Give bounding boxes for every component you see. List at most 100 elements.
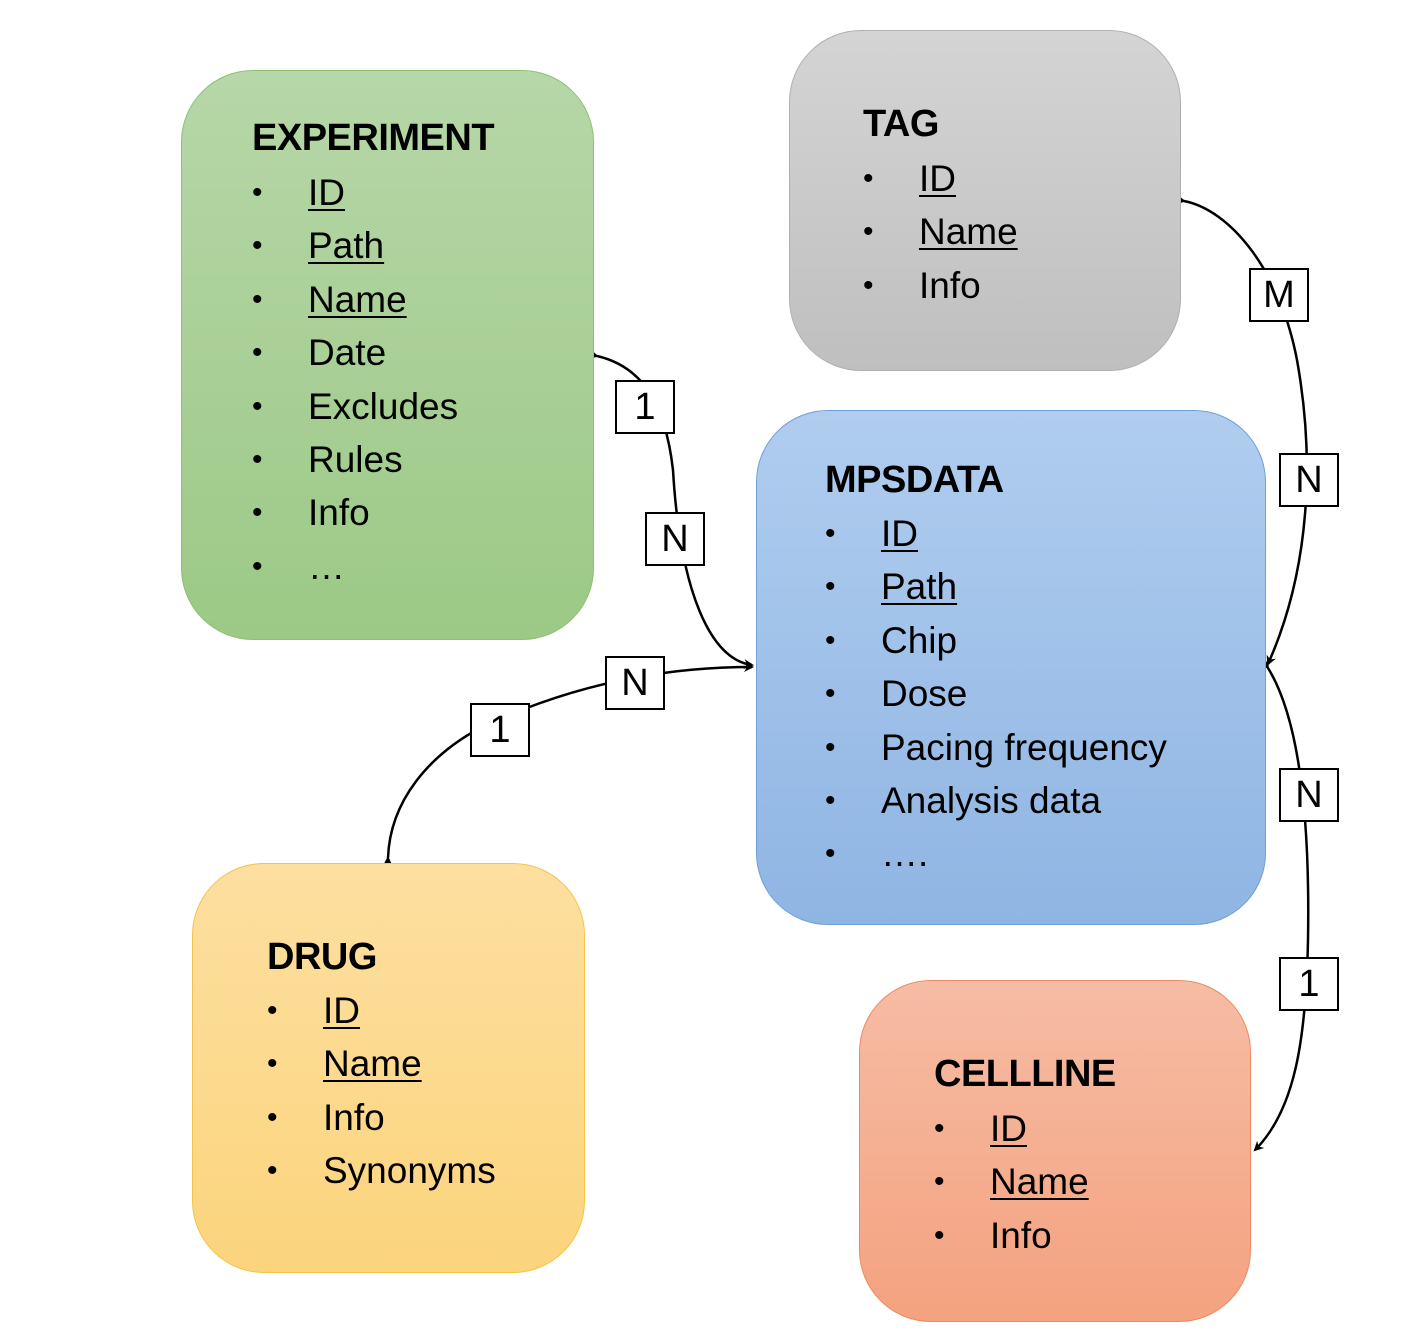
field: • Dose [825,667,1167,720]
field: • Synonyms [267,1144,496,1197]
field-label: Info [990,1214,1052,1256]
field-list: •ID•Path•Name•Date•Excludes•Rules•Info•… [252,166,459,593]
field-label: ID [990,1108,1027,1149]
field: • Rules [252,433,458,486]
cardinality-label-tag-side: M [1249,268,1309,322]
key-field: • ID [267,984,496,1037]
cardinality-label-mpsdata-side: N [645,512,705,566]
entity-mpsdata: MPSDATA • ID • Path • Chip • Dose • Pacing freque… [756,410,1266,925]
cardinality-label-mpsdata-side: N [1279,768,1339,822]
connector-cellline-mpsdata [1253,658,1310,1152]
key-field: • ID [825,507,1167,560]
field-label: Synonyms [323,1150,496,1192]
field-label: Info [308,492,370,534]
field-list: • ID • Name • Info [863,152,1018,312]
field: • Excludes [252,380,459,433]
entity-title: CELLLINE [934,1053,1116,1095]
field-label: Path [308,225,385,267]
field-label: Info [323,1096,385,1138]
field-list: • ID • Path • Chip • Dose • Pacing frequency • Anal… [825,507,1167,881]
field-label: Pacing frequency [881,726,1167,768]
field: • Date [252,326,458,379]
bullet-icon: • [252,442,263,476]
field-label: Name [919,211,1018,253]
entity-experiment: EXPERIMENT •ID•Path•Name•Date•Excludes•R… [181,70,594,640]
entity-cellline: CELLLINE • ID • Name • Info [859,980,1251,1322]
connector-drug-mpsdata [382,662,754,867]
bullet-icon: • [863,215,874,249]
entity-title: EXPERIMENT [252,117,495,159]
key-field: • Path [252,219,458,272]
entity-drug: DRUG •ID•Name•Info•Synonyms [192,863,585,1273]
field-label: ID [919,158,956,199]
field-label: Path [881,566,958,608]
field-label: Name [308,278,407,320]
field-label: ID [881,513,918,554]
bullet-icon: • [267,1100,278,1134]
field-label: Analysis data [881,779,1102,821]
bullet-icon: • [252,229,263,263]
key-field: •Name [252,273,458,326]
field-label: Excludes [308,385,459,427]
cardinality-label-drug-side: 1 [470,703,530,757]
cardinality-label-mpsdata-side: N [605,656,665,710]
connector-experiment-mpsdata [588,349,754,670]
key-field: • Name [863,205,1018,258]
field: • Chip [825,614,1167,667]
field-list: • ID • Name • Info • Synonyms [267,984,496,1198]
cardinality-label-cellline-side: 1 [1279,957,1339,1011]
bullet-icon: • [825,730,836,764]
bullet-icon: • [825,783,836,817]
bullet-icon: • [825,570,836,604]
key-field: • ID [863,152,1018,205]
bullet-icon: • [267,994,278,1027]
field-label: ID [308,172,345,213]
bullet-icon: • [825,677,836,711]
field-label: ID [323,990,360,1031]
field-label: …. [881,833,929,875]
bullet-icon: • [934,1165,945,1199]
field: • Analysis data [825,774,1167,827]
field-label: Name [323,1043,422,1085]
bullet-icon: • [934,1218,945,1252]
bullet-icon: • [825,623,836,657]
entity-title: MPSDATA [825,459,1004,501]
field: • Info [863,259,1018,312]
field: • Info [934,1209,1089,1262]
field: • Pacing frequency [825,721,1167,774]
bullet-icon: • [267,1047,278,1081]
cardinality-label-experiment-side: 1 [615,380,675,434]
connector-tag-mpsdata [1175,194,1309,666]
bullet-icon: • [252,389,263,423]
field: • Info [267,1091,496,1144]
field-label: Dose [881,673,968,715]
field-list: • ID • Name • Info [934,1102,1089,1262]
bullet-icon: • [934,1112,945,1145]
field-label: … [308,545,345,587]
key-field: • Name [934,1155,1089,1208]
bullet-icon: • [252,549,263,583]
field-label: Date [308,332,387,374]
key-field: • ID [252,166,458,219]
key-field: • Path [825,560,1167,613]
field: •…. [825,827,1167,880]
field: • Info [252,486,458,539]
field-label: Rules [308,438,403,480]
field-label: Chip [881,619,958,661]
key-field: • Name [267,1037,496,1090]
bullet-icon: • [863,162,874,195]
bullet-icon: • [267,1154,278,1188]
field-label: Name [990,1161,1089,1203]
field-label: Info [919,264,981,306]
bullet-icon: • [863,268,874,302]
bullet-icon: • [252,496,263,530]
bullet-icon: • [825,517,836,550]
entity-tag: TAG • ID • Name • Info [789,30,1181,371]
cardinality-label-mpsdata-side: N [1279,453,1339,507]
bullet-icon: • [252,176,263,209]
key-field: • ID [934,1102,1089,1155]
field: •… [252,540,458,593]
entity-title: TAG [863,103,939,145]
bullet-icon: • [252,336,263,370]
